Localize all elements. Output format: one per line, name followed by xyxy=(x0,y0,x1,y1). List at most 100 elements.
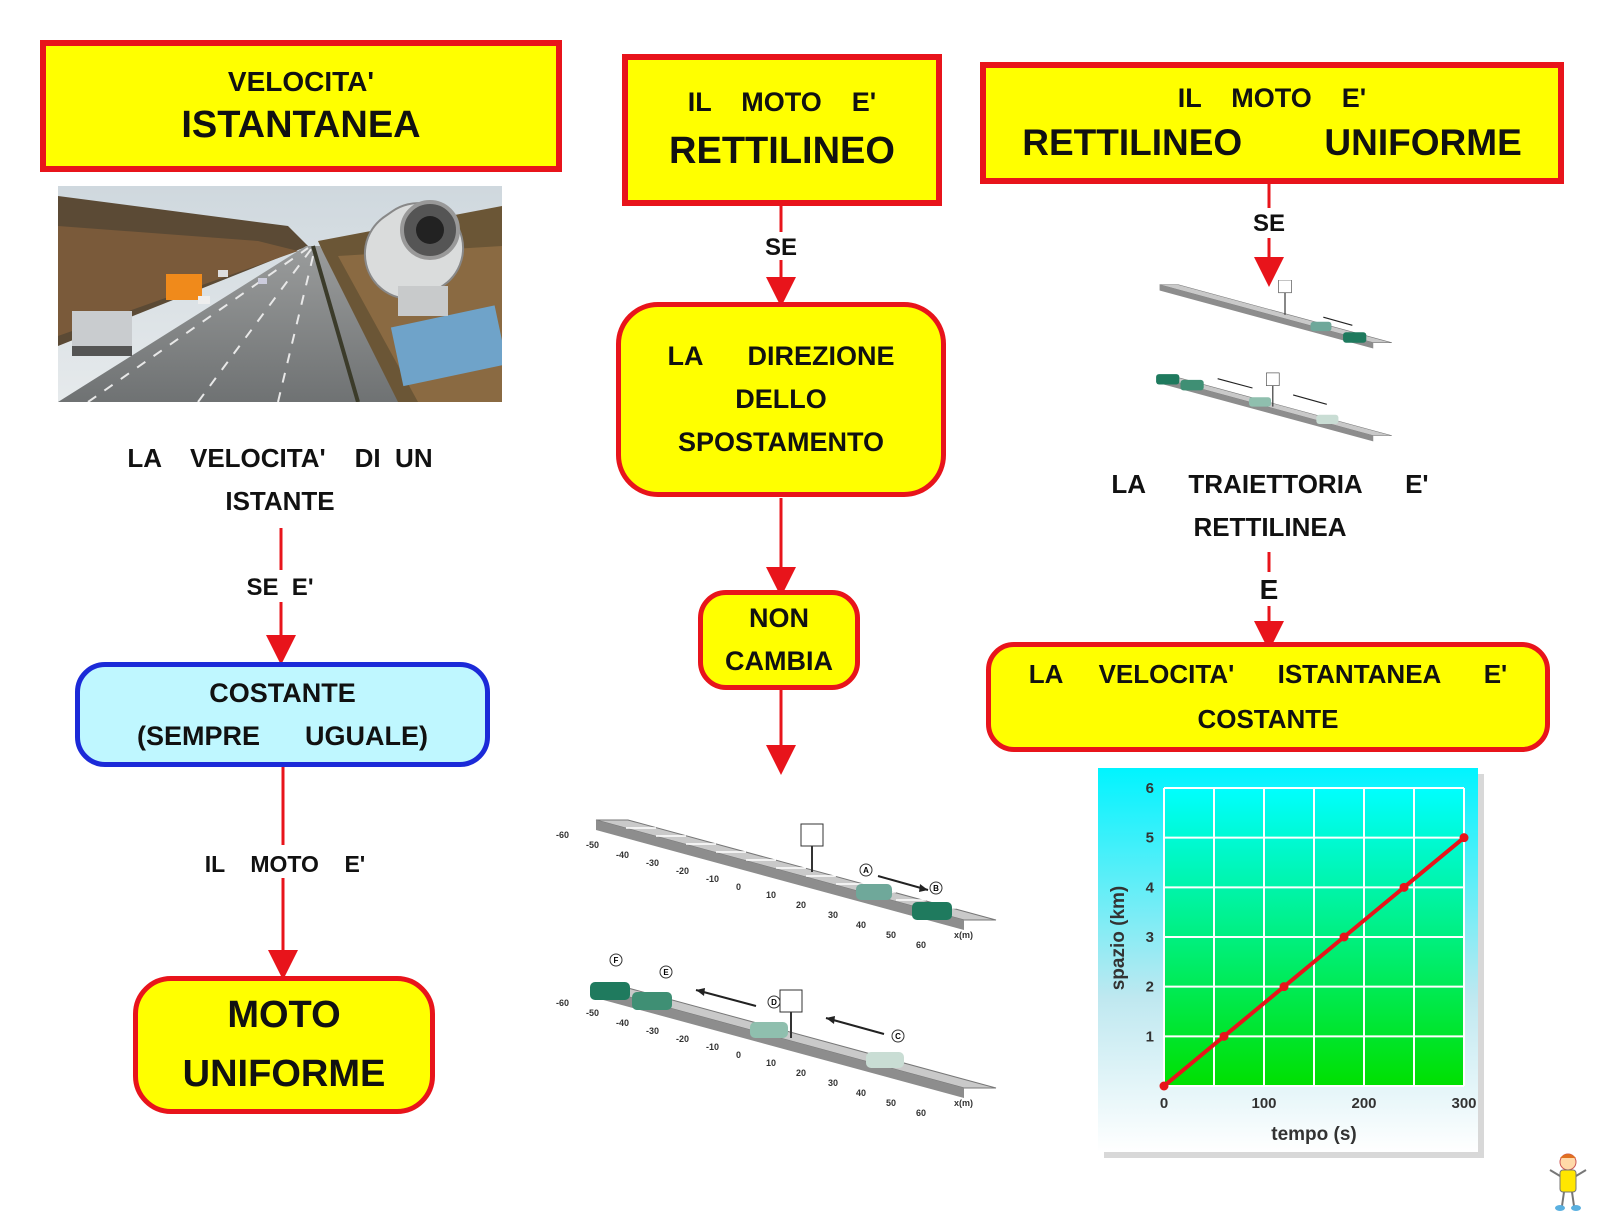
series-line xyxy=(1162,836,1466,1088)
track-top: A B xyxy=(595,819,997,930)
tick: -40 xyxy=(616,1018,629,1028)
tick: -40 xyxy=(616,850,629,860)
x-tick-label: 100 xyxy=(1251,1095,1276,1112)
data-points xyxy=(1159,833,1469,1091)
title-big: RETTILINEO UNIFORME xyxy=(1022,121,1522,163)
text-traiettoria-rettilinea-2: RETTILINEA xyxy=(1193,512,1347,542)
y-tick-label: 6 xyxy=(1146,780,1154,797)
marker-d: D xyxy=(771,998,777,1007)
costante-line1: COSTANTE xyxy=(209,677,356,708)
tick: -30 xyxy=(646,1026,659,1036)
title-big: RETTILINEO xyxy=(669,130,895,172)
x-ticks: 0 100 200 300 xyxy=(1160,1095,1477,1112)
y-tick-label: 4 xyxy=(1146,879,1155,896)
x-tick-label: 0 xyxy=(1160,1095,1168,1112)
text-traiettoria-rettilinea-1: LA TRAIETTORIA E' xyxy=(1111,469,1429,499)
tick: -20 xyxy=(676,1034,689,1044)
highway-speed-camera-photo xyxy=(58,186,502,402)
direzione-line2: DELLO xyxy=(735,384,827,414)
velocita-line1: LA VELOCITA' ISTANTANEA E' xyxy=(1028,659,1508,689)
tick: 30 xyxy=(828,1078,838,1088)
tick: 50 xyxy=(886,930,896,940)
x-tick-label: 200 xyxy=(1351,1095,1376,1112)
box-costante: COSTANTE (SEMPRE UGUALE) xyxy=(75,662,490,767)
text-velocita-di-un-istante-1: LA VELOCITA' DI UN xyxy=(127,443,433,473)
y-tick-label: 1 xyxy=(1146,1028,1154,1045)
title-moto-rettilineo-uniforme: IL MOTO E' RETTILINEO UNIFORME xyxy=(980,62,1564,184)
tick: 20 xyxy=(796,900,806,910)
costante-line2: (SEMPRE UGUALE) xyxy=(136,720,428,751)
y-tick-label: 2 xyxy=(1146,979,1154,996)
title-big: ISTANTANEA xyxy=(181,103,421,146)
axis-label: x(m) xyxy=(954,1098,973,1108)
data-point xyxy=(1219,1031,1229,1041)
y-axis-label: spazio (km) xyxy=(1108,886,1129,991)
box-non-cambia: NON CAMBIA xyxy=(698,590,860,690)
track-illustration-small xyxy=(1156,280,1392,442)
tick: 20 xyxy=(796,1068,806,1078)
tick: 0 xyxy=(736,1050,741,1060)
track-bottom: F E D C -60 -50 -40 -30 -20 -10 0 10 20 … xyxy=(556,953,997,1118)
tick: 40 xyxy=(856,1088,866,1098)
data-point xyxy=(1339,932,1349,942)
label-e: E xyxy=(1259,574,1279,605)
tick: -50 xyxy=(586,1008,599,1018)
title-small: VELOCITA' xyxy=(227,65,375,97)
direzione-line1: LA DIREZIONE xyxy=(667,341,895,371)
tick: -10 xyxy=(706,1042,719,1052)
x-axis-label: tempo (s) xyxy=(1271,1124,1357,1145)
y-tick-label: 3 xyxy=(1146,929,1154,946)
marker-a: A xyxy=(863,866,869,875)
box-velocita-istantanea-costante: LA VELOCITA' ISTANTANEA E' COSTANTE xyxy=(986,642,1550,752)
y-ticks: 1 2 3 4 5 6 xyxy=(1146,780,1155,1045)
label-se: SE xyxy=(764,234,797,261)
tick: -60 xyxy=(556,998,569,1008)
tick: -10 xyxy=(706,874,719,884)
tick: 10 xyxy=(766,890,776,900)
y-tick-label: 5 xyxy=(1146,830,1154,847)
track-illustration-large: A B -60 -50 -40 -30 -20 -10 0 10 20 30 4… xyxy=(556,819,997,1118)
marker-e: E xyxy=(663,968,669,977)
tick: 0 xyxy=(736,882,741,892)
text-velocita-di-un-istante-2: ISTANTE xyxy=(225,486,335,516)
tick: 40 xyxy=(856,920,866,930)
tick: -20 xyxy=(676,866,689,876)
tick: -30 xyxy=(646,858,659,868)
tick: -60 xyxy=(556,830,569,840)
data-point xyxy=(1159,1081,1169,1091)
tick: 10 xyxy=(766,1058,776,1068)
noncambia-line1: NON xyxy=(749,603,809,633)
tick: 60 xyxy=(916,1108,926,1118)
track-ticks-top: -60 -50 -40 -30 -20 -10 0 10 20 30 40 50… xyxy=(556,830,973,950)
label-il-moto-e: IL MOTO E' xyxy=(204,851,366,877)
marker-b: B xyxy=(933,884,939,893)
data-point xyxy=(1459,833,1469,843)
moto-line1: MOTO xyxy=(227,994,341,1036)
moto-line2: UNIFORME xyxy=(182,1053,386,1095)
title-small: IL MOTO E' xyxy=(687,87,877,117)
mascot-icon xyxy=(1549,1153,1587,1211)
data-point xyxy=(1279,982,1289,992)
tick: 30 xyxy=(828,910,838,920)
direzione-line3: SPOSTAMENTO xyxy=(677,427,885,457)
marker-c: C xyxy=(895,1032,901,1041)
title-velocita-istantanea: VELOCITA' ISTANTANEA xyxy=(40,40,562,172)
box-direzione-spostamento: LA DIREZIONE DELLO SPOSTAMENTO xyxy=(616,302,946,497)
label-se: SE xyxy=(1252,210,1285,237)
tick: -50 xyxy=(586,840,599,850)
noncambia-line2: CAMBIA xyxy=(725,646,833,676)
box-moto-uniforme: MOTO UNIFORME xyxy=(133,976,435,1114)
title-moto-rettilineo: IL MOTO E' RETTILINEO xyxy=(622,54,942,206)
axis-label: x(m) xyxy=(954,930,973,940)
tick: 60 xyxy=(916,940,926,950)
marker-f: F xyxy=(614,956,619,965)
space-time-chart: 0 100 200 300 1 2 3 4 5 6 tempo (s) spazio (km) xyxy=(1098,768,1484,1158)
label-se-e: SE E' xyxy=(246,574,314,601)
x-tick-label: 300 xyxy=(1451,1095,1476,1112)
title-small: IL MOTO E' xyxy=(1177,82,1367,113)
grid xyxy=(1163,787,1465,1087)
data-point xyxy=(1399,882,1409,892)
tick: 50 xyxy=(886,1098,896,1108)
velocita-line2: COSTANTE xyxy=(1197,704,1339,734)
